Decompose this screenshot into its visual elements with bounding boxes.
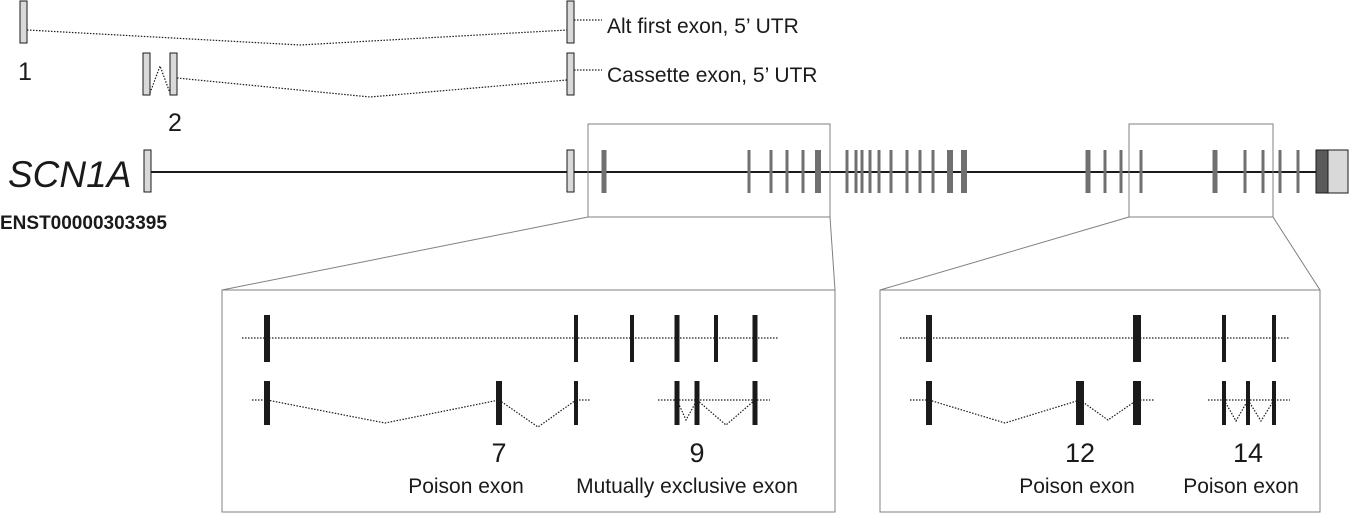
inset1-canonical-exon-3 xyxy=(630,315,634,362)
coding-exon-15 xyxy=(931,150,935,193)
inset1-event2-number: 9 xyxy=(689,438,704,468)
coding-exon-20 xyxy=(1119,150,1123,193)
cassette-exon-shape xyxy=(169,52,178,96)
inset1-canonical-exon-2 xyxy=(574,315,578,362)
cassette-exon-number: 2 xyxy=(168,109,182,137)
inset2-alt-junction-2 xyxy=(1079,399,1138,421)
coding-exon-18 xyxy=(1085,150,1091,193)
zoom1-connector-left xyxy=(221,216,589,291)
inset1-event2-type: Mutually exclusive exon xyxy=(576,475,798,498)
coding-exon-23 xyxy=(1243,150,1247,193)
inset1-event1-number: 7 xyxy=(491,438,506,468)
coding-exon-9 xyxy=(860,150,864,193)
inset-box-1 xyxy=(221,289,836,513)
coding-exon-26 xyxy=(1296,150,1300,193)
inset2-alt-exon-6 xyxy=(1272,381,1276,425)
inset2-event1-type: Poison exon xyxy=(1019,475,1135,498)
zoom2-connector-left xyxy=(879,216,1130,291)
inset2-alt-exon-2 xyxy=(1076,381,1084,425)
inset2-alt-junction-1 xyxy=(928,399,1081,424)
inset2-alt-exon-5 xyxy=(1246,381,1250,425)
isoform1-exon-shape xyxy=(566,0,575,44)
coding-exon-4 xyxy=(785,150,789,193)
utr3-coding-part xyxy=(1315,149,1329,194)
coding-exon-17 xyxy=(961,150,967,193)
inset1-mxe-junction xyxy=(696,399,756,426)
coding-exon-24 xyxy=(1261,150,1265,193)
inset2-event2-number: 14 xyxy=(1233,438,1263,468)
inset-box-2 xyxy=(879,289,1321,513)
inset2-alt-exon-1 xyxy=(926,381,932,425)
utr3-noncoding-part xyxy=(1327,149,1349,194)
inset2-event2-type: Poison exon xyxy=(1183,475,1299,498)
isoform1-splice-junction xyxy=(26,29,568,46)
coding-exon-19 xyxy=(1103,150,1107,193)
inset2-poison2-peak-1 xyxy=(1223,399,1249,423)
inset1-alt-exon-5 xyxy=(694,381,700,425)
alt-first-exon-label: Alt first exon, 5’ UTR xyxy=(607,15,799,38)
coding-exon-2 xyxy=(747,150,751,193)
coding-exon-7 xyxy=(845,150,849,193)
transcript-id: ENST00000303395 xyxy=(0,213,167,234)
coding-exon-6 xyxy=(815,150,821,193)
zoom-region-2 xyxy=(1128,123,1274,218)
inset1-alt-junction-1 xyxy=(266,399,500,424)
inset2-canonical-exon-3 xyxy=(1222,315,1226,362)
alt-first-exon-shape xyxy=(19,0,28,44)
cassette-exon-label: Cassette exon, 5’ UTR xyxy=(607,64,817,87)
coding-exon-22 xyxy=(1212,150,1218,193)
coding-exon-16 xyxy=(947,150,953,193)
inset1-canonical-exon-5 xyxy=(714,315,718,362)
inset1-alt-exon-4 xyxy=(674,381,680,425)
inset2-canonical-exon-4 xyxy=(1272,315,1276,362)
coding-exon-11 xyxy=(877,150,881,193)
inset1-mxe-peak xyxy=(676,399,698,422)
isoform2-splice-peak xyxy=(149,64,171,94)
inset1-alt-exon-1 xyxy=(264,381,270,425)
utr-exon-2 xyxy=(566,149,575,193)
isoform2-exon-shape xyxy=(566,52,575,96)
coding-exon-12 xyxy=(889,150,893,193)
inset2-poison2-peak-2 xyxy=(1247,399,1275,423)
coding-exon-14 xyxy=(918,150,922,193)
inset1-event1-type: Poison exon xyxy=(408,475,524,498)
zoom-region-1 xyxy=(587,123,831,218)
gene-name: SCN1A xyxy=(8,154,131,195)
coding-exon-25 xyxy=(1278,150,1282,193)
inset2-alt-exon-3 xyxy=(1133,381,1141,425)
inset2-canonical-exon-1 xyxy=(926,315,932,362)
inset2-event1-number: 12 xyxy=(1065,438,1095,468)
coding-exon-10 xyxy=(868,150,872,193)
inset1-canonical-exon-1 xyxy=(264,315,270,362)
coding-exon-21 xyxy=(1139,150,1143,193)
inset1-alt-exon-3 xyxy=(574,381,578,425)
inset1-canonical-exon-6 xyxy=(752,315,758,362)
coding-exon-8 xyxy=(854,150,858,193)
isoform2-splice-junction xyxy=(176,77,568,98)
inset2-alt-exon-4 xyxy=(1222,381,1226,425)
utr-exon-1 xyxy=(143,149,152,193)
coding-exon-5 xyxy=(801,150,805,193)
inset1-alt-exon-2 xyxy=(496,381,502,425)
coding-exon-3 xyxy=(769,150,773,193)
diagram-shapes xyxy=(19,0,1349,513)
zoom1-connector-right xyxy=(829,216,836,291)
cassette-exon-upstream-shape xyxy=(142,52,151,96)
inset1-alt-exon-6 xyxy=(752,381,758,425)
alt-first-exon-number: 1 xyxy=(18,58,32,86)
coding-exon-13 xyxy=(905,150,909,193)
inset2-canonical-exon-2 xyxy=(1133,315,1141,362)
inset1-alt-junction-2 xyxy=(498,399,577,428)
coding-exon-1 xyxy=(601,150,607,193)
zoom2-connector-right xyxy=(1272,216,1321,291)
inset1-canonical-exon-4 xyxy=(674,315,680,362)
